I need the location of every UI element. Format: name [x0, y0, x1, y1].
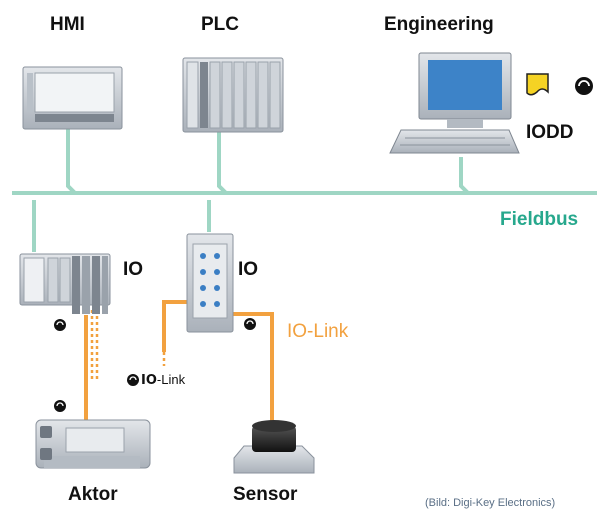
actuator-icon — [35, 419, 151, 469]
sensor-label: Sensor — [233, 484, 298, 505]
io-link-logo-icon — [54, 77, 593, 412]
plc-rack-icon — [182, 57, 284, 133]
fieldbus-label: Fieldbus — [500, 209, 579, 230]
io-link-lines — [84, 300, 274, 428]
plc-label: PLC — [201, 14, 239, 35]
hmi-panel-icon — [22, 66, 123, 130]
io-right-label: IO — [238, 259, 259, 280]
computer-icon — [389, 52, 520, 154]
iodd-label: IODD — [526, 122, 574, 143]
io-link-logo-text: IO-Link — [141, 372, 185, 388]
io-link-logo-bold: IO — [141, 373, 157, 388]
fieldbus-lines — [12, 127, 597, 252]
io-link-logo-suffix: -Link — [156, 372, 186, 387]
io-module-icon — [19, 253, 111, 314]
loose-link — [162, 300, 187, 352]
cable-ends — [90, 310, 166, 380]
actuator-label: Aktor — [68, 484, 118, 505]
io-link-label: IO-Link — [287, 321, 349, 342]
plc-drop — [217, 131, 228, 195]
document-icon — [526, 73, 549, 96]
image-credit: (Bild: Digi-Key Electronics) — [425, 497, 556, 509]
sensor-link — [233, 312, 274, 428]
io-module-icon — [186, 233, 234, 333]
hmi-drop — [66, 127, 77, 195]
sensor-icon — [233, 420, 315, 474]
engineering-drop — [459, 157, 470, 195]
io-left-label: IO — [123, 259, 144, 280]
engineering-label: Engineering — [384, 14, 494, 35]
hmi-label: HMI — [50, 14, 85, 35]
